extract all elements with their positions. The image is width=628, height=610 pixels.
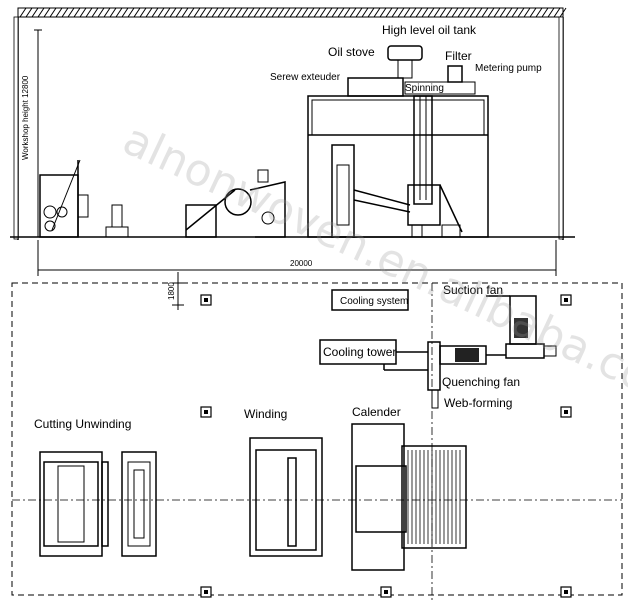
roof-hatch xyxy=(19,7,567,18)
suction-fan xyxy=(486,295,557,359)
quenching-unit xyxy=(427,341,506,409)
quenching-fan-label: Quenching fan xyxy=(442,375,520,389)
suction-fan-label: Suction fan xyxy=(443,283,503,297)
cutting-unwinding-plan xyxy=(39,451,157,557)
winding-plan xyxy=(249,437,323,557)
calender-label: Calender xyxy=(352,405,401,419)
high-level-oil-tank-label: High level oil tank xyxy=(382,23,477,37)
winding-label: Winding xyxy=(244,407,287,421)
offset-dimension-label: 1800 xyxy=(167,282,176,300)
stand-elevation xyxy=(105,204,129,238)
winder-elevation xyxy=(185,169,286,238)
screw-extruder-label: Serew exteuder xyxy=(270,72,341,83)
unwinder-elevation xyxy=(39,159,89,238)
cooling-tower-label: Cooling tower xyxy=(323,345,396,359)
plan-view: 1800 Cooling system Cooling tower xyxy=(11,272,623,600)
elevation-view: Workshop height 12800 20000 xyxy=(10,7,575,276)
web-forming-label: Web-forming xyxy=(444,396,512,410)
columns xyxy=(200,294,572,598)
watermark: alnonwoven.en.alibaba.com xyxy=(115,114,628,421)
filter-label: Filter xyxy=(445,49,472,63)
cooling-system-label: Cooling system xyxy=(340,296,408,307)
cooling-system-box xyxy=(331,289,409,311)
calender-plan xyxy=(351,423,467,571)
spinning-tower-elevation xyxy=(307,45,489,238)
width-dimension-label: 20000 xyxy=(290,259,313,268)
cutting-unwinding-label: Cutting Unwinding xyxy=(34,417,131,431)
oil-stove-label: Oil stove xyxy=(328,45,375,59)
metering-pump-label: Metering pump xyxy=(475,63,542,74)
workshop-height-label: Workshop height 12800 xyxy=(21,75,30,160)
spinning-label: Spinning xyxy=(405,83,444,94)
